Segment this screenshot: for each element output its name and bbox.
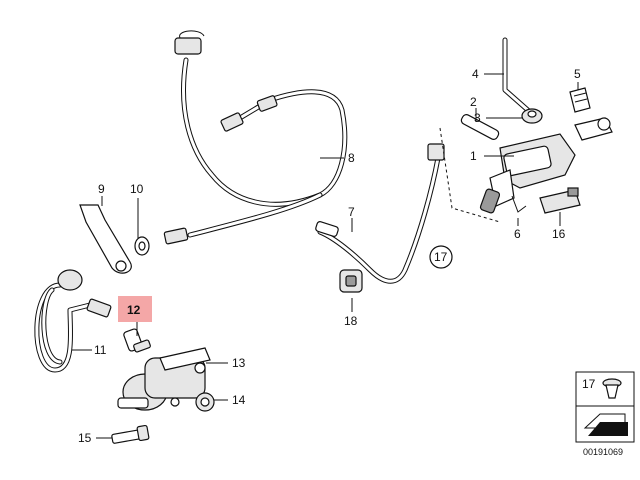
part-18-grommet xyxy=(339,269,363,293)
part-14-nut xyxy=(195,392,215,412)
hose-fitting-lower xyxy=(163,227,189,245)
reference-callout-17[interactable]: 17 xyxy=(429,245,453,269)
label-part-14[interactable]: 14 xyxy=(232,393,246,407)
part-10-washer xyxy=(134,236,150,256)
leader-lines xyxy=(72,73,579,439)
part-15-bolt xyxy=(111,424,150,444)
reference-callout-label: 17 xyxy=(434,250,448,264)
label-part-7[interactable]: 7 xyxy=(348,205,355,219)
label-part-11[interactable]: 11 xyxy=(94,343,107,357)
hose-line-lower xyxy=(163,192,323,245)
hose-fitting-top xyxy=(174,37,202,55)
part-16-bracket xyxy=(539,187,581,214)
label-part-16[interactable]: 16 xyxy=(552,227,566,241)
pipe-fitting-top xyxy=(427,143,445,161)
part-12-bleeder xyxy=(123,328,151,353)
label-part-3[interactable]: 3 xyxy=(474,111,481,125)
label-part-9[interactable]: 9 xyxy=(98,182,105,196)
wedge-arrow-icon xyxy=(583,413,628,436)
part-labels: 4 2 3 5 1 6 16 7 8 9 10 11 12 13 14 15 1… xyxy=(78,67,581,445)
pipe-line-7 xyxy=(315,143,445,284)
label-part-13[interactable]: 13 xyxy=(232,356,246,370)
part-6-clip xyxy=(511,195,527,213)
part-5-clip xyxy=(569,87,591,113)
label-part-12[interactable]: 12 xyxy=(127,303,141,317)
part-9-bracket xyxy=(79,204,132,274)
legend-box-label: 17 xyxy=(582,377,596,391)
label-part-10[interactable]: 10 xyxy=(130,182,144,196)
label-part-8[interactable]: 8 xyxy=(348,151,355,165)
label-part-2[interactable]: 2 xyxy=(470,95,477,109)
part-2-pin xyxy=(460,114,500,140)
push-clip-icon xyxy=(602,378,622,399)
pipe-sleeve xyxy=(315,221,339,237)
hose-line-8 xyxy=(174,30,348,207)
hose-fitting-mid-2 xyxy=(256,95,278,112)
legend-box-17: 17 00191069 xyxy=(575,371,635,457)
label-part-1[interactable]: 1 xyxy=(470,149,477,163)
label-part-5[interactable]: 5 xyxy=(574,67,581,81)
part-11-hose xyxy=(34,269,112,373)
reservoir-line-4 xyxy=(502,37,533,115)
label-part-18[interactable]: 18 xyxy=(344,314,358,328)
part-13-slave-cylinder xyxy=(117,347,211,411)
label-part-15[interactable]: 15 xyxy=(78,431,92,445)
highlight-box-part-12 xyxy=(118,296,152,322)
label-part-4[interactable]: 4 xyxy=(472,67,479,81)
label-part-6[interactable]: 6 xyxy=(514,227,521,241)
diagram-number: 00191069 xyxy=(583,447,623,457)
part-3-grommet xyxy=(521,108,543,124)
hose-fitting-mid xyxy=(220,112,244,132)
clutch-master-cylinder xyxy=(439,117,613,223)
